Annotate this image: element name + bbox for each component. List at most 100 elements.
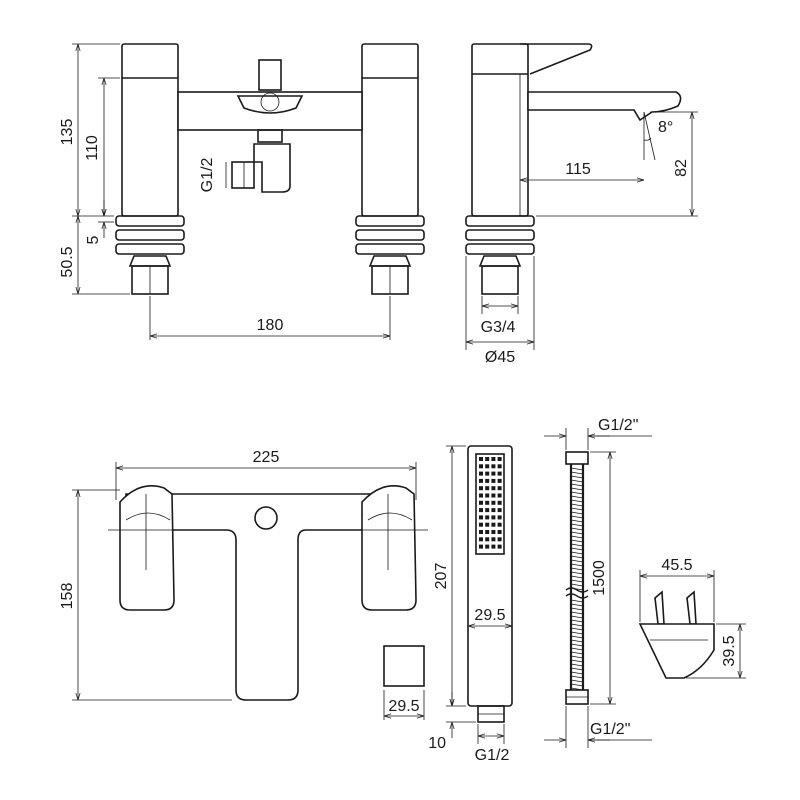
dim-1500: 1500 [591, 560, 608, 596]
hose-ring [570, 623, 584, 627]
nozzle [479, 500, 483, 505]
nozzle [485, 486, 490, 491]
nozzle [485, 464, 490, 469]
dim-82: 82 [673, 159, 690, 177]
dim-g1-2-handset: G1/2 [475, 747, 510, 764]
nozzle [497, 464, 502, 469]
nozzle [485, 471, 490, 476]
hose-ring [570, 615, 584, 619]
nozzle [479, 515, 483, 520]
nozzle [497, 530, 502, 534]
hose-ring [570, 551, 584, 555]
hose-ring [570, 515, 584, 519]
hose-ring [570, 527, 584, 531]
dim-5: 5 [85, 235, 102, 244]
nozzle [485, 500, 490, 505]
handset: 207 29.5 10 G1/2 [428, 445, 513, 764]
nozzle [491, 500, 496, 505]
dim-g3-4: G3/4 [481, 319, 516, 336]
nozzle [491, 530, 496, 534]
nozzle [479, 530, 483, 534]
nozzle [497, 508, 502, 513]
nozzle [491, 464, 496, 469]
hose-ring [570, 471, 584, 475]
hose-break-mark [565, 593, 589, 599]
hose-ring [570, 571, 584, 575]
dim-135: 135 [59, 119, 76, 146]
hose-ring [570, 619, 584, 623]
hose-ring [570, 667, 584, 671]
hose-ring [570, 671, 584, 675]
nozzle [497, 515, 502, 520]
nozzle [485, 537, 490, 542]
dim-158: 158 [59, 583, 76, 610]
nozzle [479, 464, 483, 469]
nozzle [491, 508, 496, 513]
nozzle [485, 522, 490, 527]
hose-ring [570, 603, 584, 607]
nozzle [485, 544, 490, 549]
hose-ring [570, 491, 584, 495]
hose-ring [570, 599, 584, 603]
hose-ring [570, 519, 584, 523]
front-view: 135 110 5 50.5 G1/2 180 [59, 43, 425, 340]
hose-ring [570, 499, 584, 503]
dim-110: 110 [84, 135, 101, 161]
dim-45-5: 45.5 [661, 557, 692, 574]
nozzle [479, 457, 483, 461]
nozzle [497, 493, 502, 498]
nozzle [479, 478, 483, 483]
hose-ring [570, 531, 584, 535]
dim-10: 10 [428, 735, 446, 752]
hose-ring [570, 503, 584, 507]
nozzle [497, 544, 502, 549]
hose-ring [570, 467, 584, 471]
dim-207: 207 [433, 563, 450, 590]
nozzle [491, 493, 496, 498]
hose-ring [570, 583, 584, 587]
wall-bracket: 45.5 39.5 [638, 557, 746, 679]
nozzle [479, 544, 483, 549]
nozzle [491, 537, 496, 542]
hose-ring [570, 479, 584, 483]
hose-ring [570, 639, 584, 643]
hose-ring [570, 575, 584, 579]
hose-ring [570, 555, 584, 559]
nozzle [485, 530, 490, 534]
dim-50-5: 50.5 [59, 246, 76, 277]
nozzle [485, 508, 490, 513]
hose-ring [570, 523, 584, 527]
handset-nozzles [479, 457, 502, 549]
hose-ring [570, 579, 584, 583]
hose-ring [570, 535, 584, 539]
dim-115: 115 [565, 161, 591, 178]
nozzle [479, 493, 483, 498]
nozzle [485, 493, 490, 498]
dim-g1-2-outlet: G1/2 [199, 158, 216, 193]
hose: G1/2" 1500 G1/2" [544, 417, 652, 748]
hose-ring [570, 627, 584, 631]
hose-ring [570, 655, 584, 659]
hose-ring [570, 635, 584, 639]
hose-ring [570, 487, 584, 491]
nozzle [479, 508, 483, 513]
nozzle [485, 515, 490, 520]
hose-break-mark [565, 587, 589, 593]
nozzle [491, 544, 496, 549]
hose-ring [570, 483, 584, 487]
plan-view: 225 158 [59, 449, 428, 701]
dim-g1-2-hose-top: G1/2" [598, 417, 638, 434]
hose-ring [570, 631, 584, 635]
dim-39-5: 39.5 [721, 635, 738, 666]
hose-ring [570, 643, 584, 647]
nozzle [491, 515, 496, 520]
side-view: 8° 115 82 G3/4 Ø45 [465, 43, 698, 366]
hose-ring [570, 511, 584, 515]
dim-29-5-handset: 29.5 [474, 607, 505, 624]
nozzle [497, 471, 502, 476]
hose-ring [570, 475, 584, 479]
hose-ring [570, 607, 584, 611]
nozzle [491, 522, 496, 527]
nozzle [497, 537, 502, 542]
